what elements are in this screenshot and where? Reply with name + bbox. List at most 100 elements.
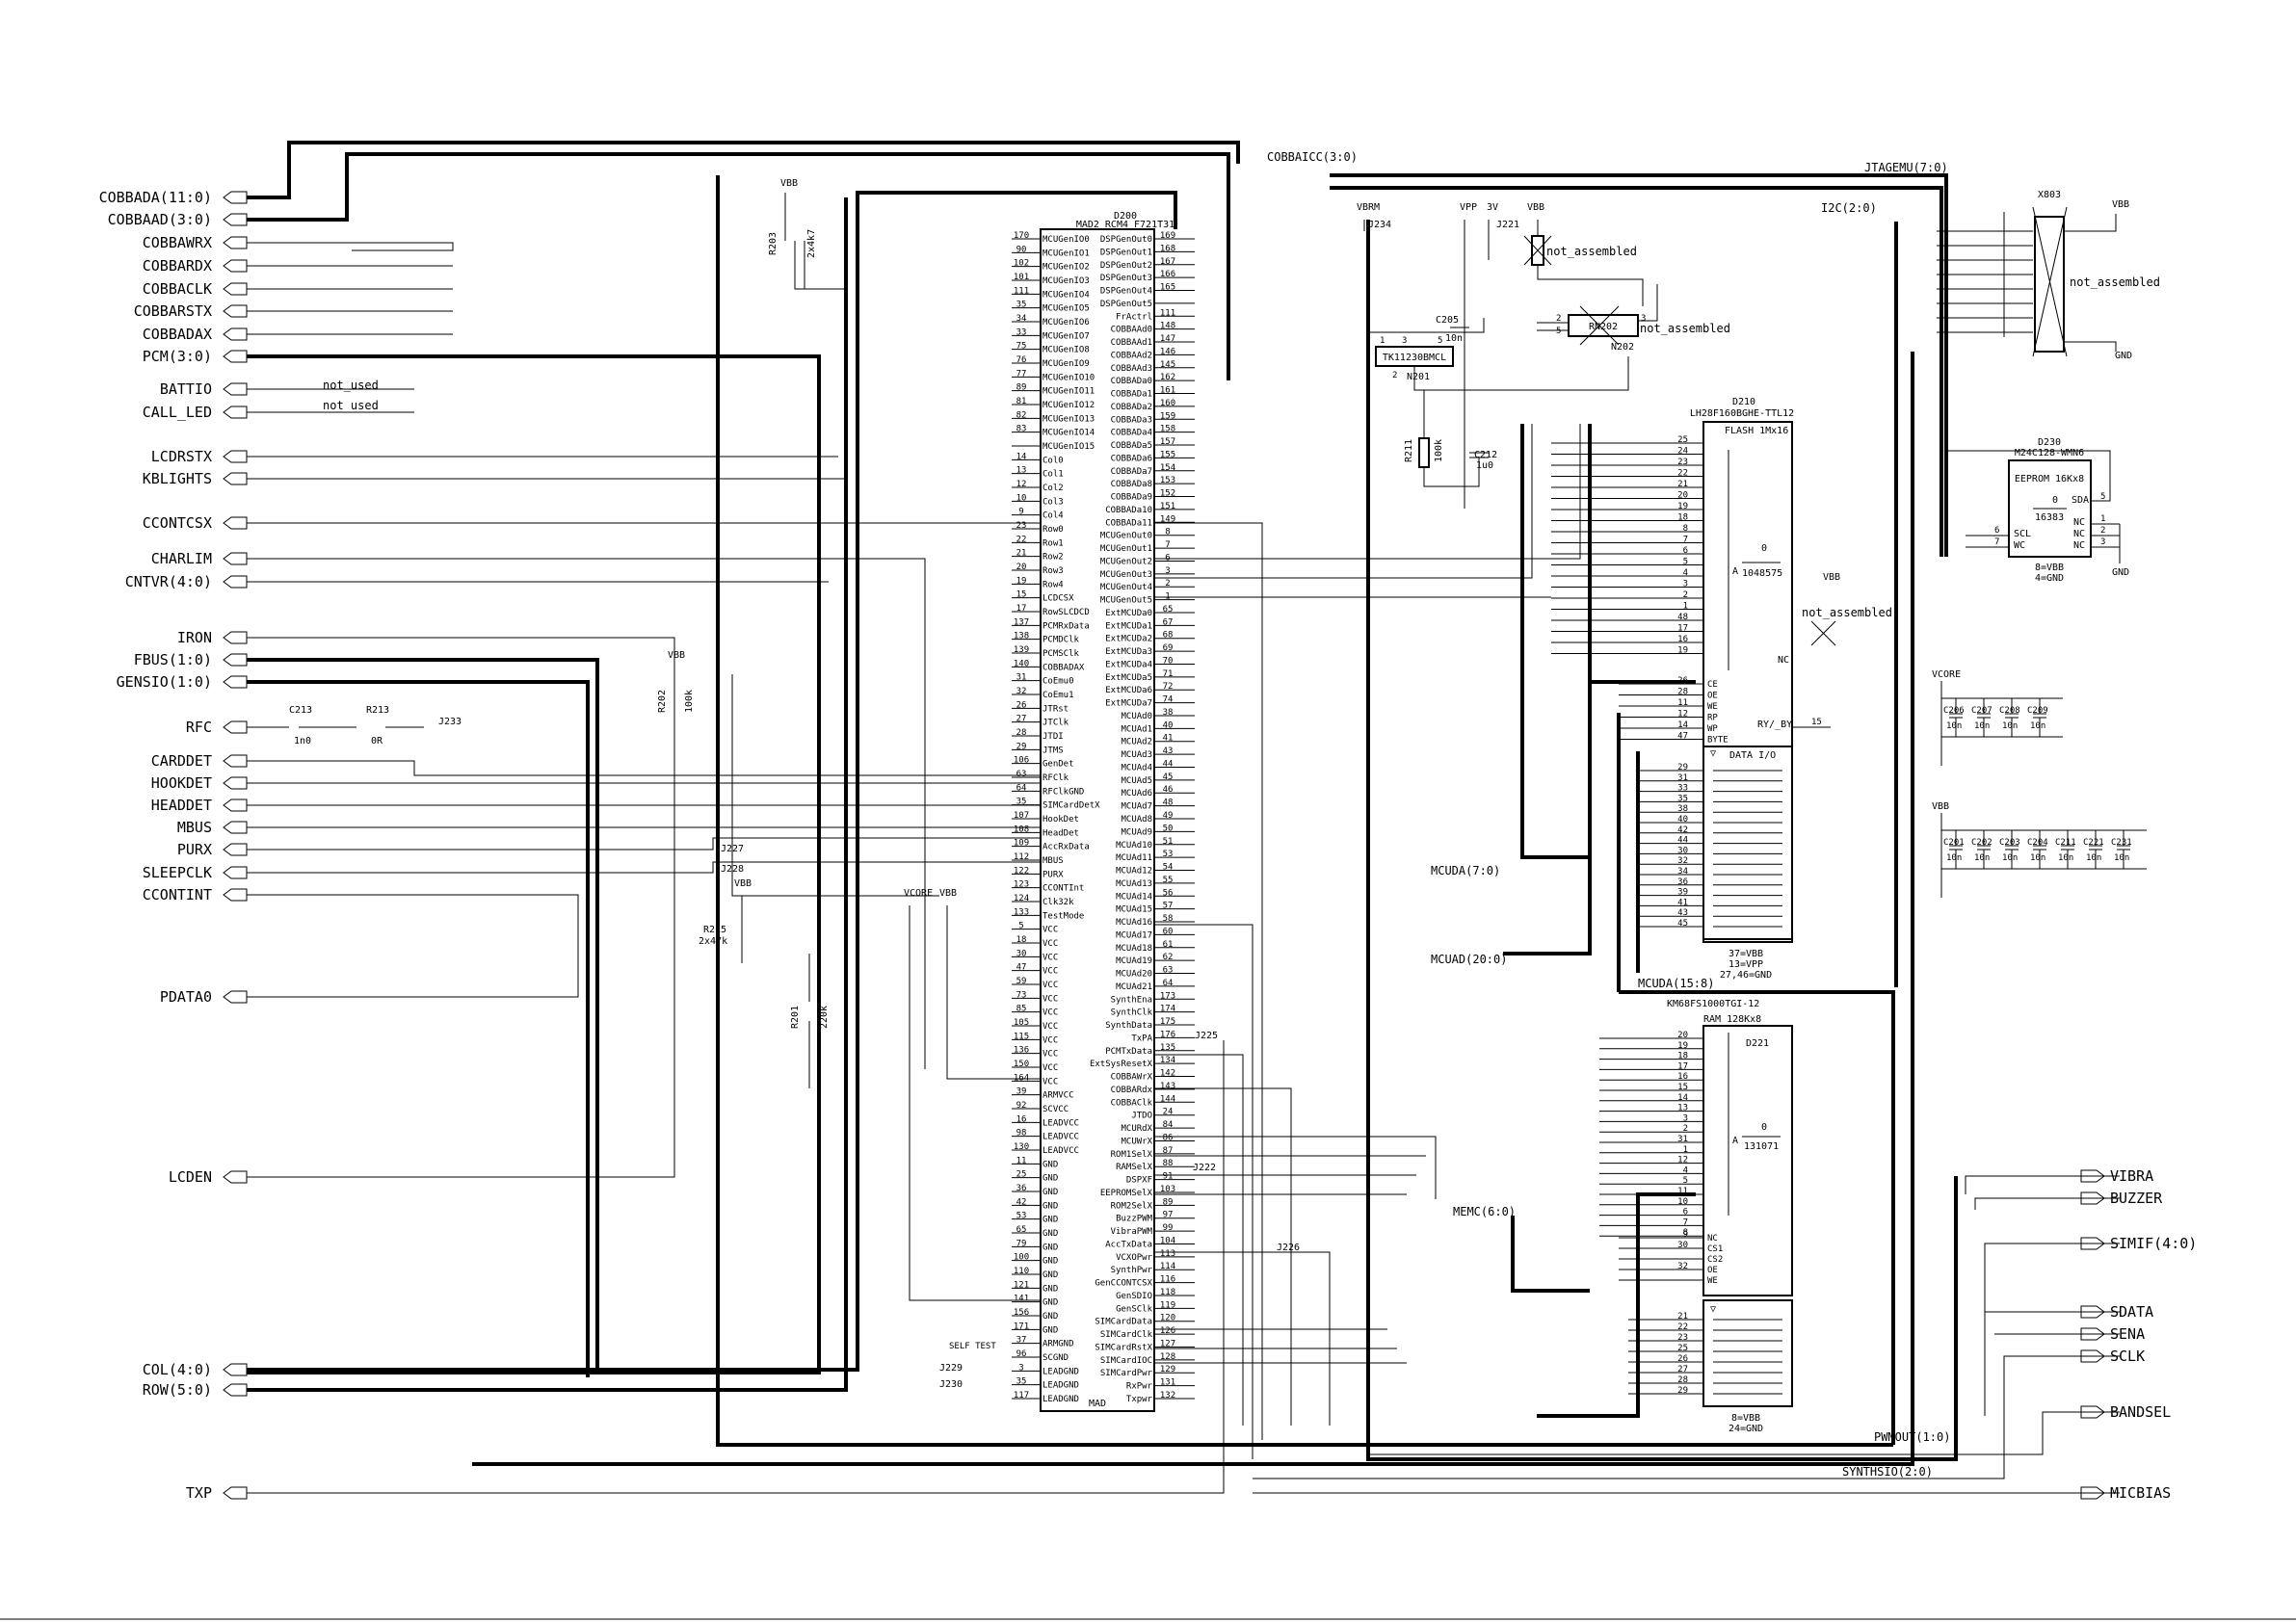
pin-number: 5 xyxy=(1683,558,1688,567)
d230-eeprom-ic[interactable]: D230 M24C128-WMN6 EEPROM 16Kx8 0 16383 S… xyxy=(1945,437,2129,584)
d210-data-pin: 42 xyxy=(1638,825,1782,835)
port-sdata[interactable]: SDATA xyxy=(2080,1303,2153,1321)
port-label: CHARLIM xyxy=(151,550,212,567)
j225-label: J225 xyxy=(1195,1031,1218,1041)
port-call_led[interactable]: CALL_LED xyxy=(143,404,248,421)
pin-signal: MBUS xyxy=(1042,856,1064,866)
pin-number: 31 xyxy=(1016,673,1027,683)
pin-signal: SCVCC xyxy=(1042,1105,1069,1114)
port-rfc[interactable]: RFC xyxy=(186,719,248,736)
d210-data-pin: 36 xyxy=(1638,877,1782,887)
pin-number: 136 xyxy=(1014,1046,1029,1056)
port-flag-icon xyxy=(2080,1486,2105,1500)
pin-number: 159 xyxy=(1160,411,1175,421)
pin-number: 21 xyxy=(1677,1312,1688,1322)
pin-number: 33 xyxy=(1677,784,1688,794)
port-micbias[interactable]: MICBIAS xyxy=(2080,1484,2171,1502)
pin-number: 72 xyxy=(1163,682,1174,692)
port-flag-icon xyxy=(223,631,248,644)
port-cobbaad[interactable]: COBBAAD(3:0) xyxy=(108,211,248,228)
n202-switch[interactable]: RN202 N202 not_assembled 2 5 3 xyxy=(1537,284,1730,353)
d210-data-label: DATA I/O xyxy=(1729,750,1776,761)
port-sena[interactable]: SENA xyxy=(2080,1325,2145,1343)
port-simif[interactable]: SIMIF(4:0) xyxy=(2080,1235,2197,1252)
port-cobbaclk[interactable]: COBBACLK xyxy=(143,280,248,298)
pin-number: 11 xyxy=(1677,1187,1688,1196)
n201-regulator[interactable]: TK11230BMCL N201 1 3 2 5 C205 10n xyxy=(1367,315,1629,391)
pin-signal: LEADVCC xyxy=(1042,1118,1079,1128)
port-kblights[interactable]: KBLIGHTS xyxy=(143,470,248,487)
pin-signal: Row1 xyxy=(1042,538,1064,548)
port-vibra[interactable]: VIBRA xyxy=(2080,1167,2153,1185)
pin-number: 65 xyxy=(1163,605,1174,615)
port-headdet[interactable]: HEADDET xyxy=(151,797,248,814)
port-ccontcsx[interactable]: CCONTCSX xyxy=(143,514,248,532)
port-txp[interactable]: TXP xyxy=(186,1484,248,1502)
port-carddet[interactable]: CARDDET xyxy=(151,752,248,770)
port-cobbawrx[interactable]: COBBAWRX xyxy=(143,234,248,251)
pin-number: 23 xyxy=(1016,521,1027,531)
d210-flash-ic[interactable]: D210 LH28F160BGHE-TTL12 FLASH 1Mx16 A 0 … xyxy=(1551,397,1831,981)
d210-addr-pin: 8 xyxy=(1551,524,1703,534)
port-fbus[interactable]: FBUS(1:0) xyxy=(134,651,248,668)
cap-ref: C203 xyxy=(1999,838,2020,848)
d221-addr-pin: 15 xyxy=(1599,1083,1703,1092)
x803-connector[interactable]: X803 not_assembled xyxy=(2032,190,2160,357)
port-pdata0[interactable]: PDATA0 xyxy=(160,988,248,1006)
port-purx[interactable]: PURX xyxy=(177,841,248,858)
port-cobbardx[interactable]: COBBARDX xyxy=(143,257,248,275)
port-row[interactable]: ROW(5:0) xyxy=(143,1381,248,1399)
port-col[interactable]: COL(4:0) xyxy=(143,1361,248,1378)
port-bandsel[interactable]: BANDSEL xyxy=(2080,1403,2171,1421)
port-cobbada[interactable]: COBBADA(11:0) xyxy=(99,189,248,206)
pin-number: 138 xyxy=(1014,632,1029,641)
pin-signal: COBBADa11 xyxy=(1105,518,1152,528)
pin-number: 9 xyxy=(1018,508,1023,517)
port-hookdet[interactable]: HOOKDET xyxy=(151,774,248,792)
pin-signal: HeadDet xyxy=(1042,828,1079,838)
port-ccontint[interactable]: CCONTINT xyxy=(143,886,248,903)
port-flag-icon xyxy=(2080,1191,2105,1205)
port-mbus[interactable]: MBUS xyxy=(177,819,248,836)
pin-signal: VCC xyxy=(1042,953,1058,962)
port-gensio[interactable]: GENSIO(1:0) xyxy=(117,673,248,691)
port-label: COBBAWRX xyxy=(143,234,212,251)
port-lcdrstx[interactable]: LCDRSTX xyxy=(151,448,248,465)
d221-addr-pin: 31 xyxy=(1599,1135,1703,1144)
pin-number: 21 xyxy=(1677,480,1688,489)
cap-bank-supply: VBB xyxy=(1932,801,1949,812)
port-sleepclk[interactable]: SLEEPCLK xyxy=(143,864,248,881)
port-lcden[interactable]: LCDEN xyxy=(169,1168,248,1186)
d210-addr-pin: 22 xyxy=(1551,469,1703,479)
port-buzzer[interactable]: BUZZER xyxy=(2080,1190,2163,1207)
cap-ref: C208 xyxy=(1999,706,2020,716)
port-pcm[interactable]: PCM(3:0) xyxy=(143,348,248,365)
port-cntvr[interactable]: CNTVR(4:0) xyxy=(125,573,248,590)
pin-number: 2 xyxy=(1683,590,1688,600)
port-battio[interactable]: BATTIO xyxy=(160,380,248,398)
port-sclk[interactable]: SCLK xyxy=(2080,1348,2145,1365)
pin-signal: PURX xyxy=(1042,870,1064,879)
port-flag-icon xyxy=(223,406,248,419)
d210-addr-pin: 3 xyxy=(1551,580,1703,589)
pin-number: 5 xyxy=(1683,1176,1688,1186)
pin-signal: OE xyxy=(1707,1266,1718,1275)
d221-ram-ic[interactable]: KM68FS1000TGI-12 RAM 128Kx8 D221 A 0 131… xyxy=(1599,999,1793,1434)
port-iron[interactable]: IRON xyxy=(177,629,248,646)
pin-number: 53 xyxy=(1163,850,1174,859)
pin-signal: GND xyxy=(1042,1229,1058,1239)
port-cobbarstx[interactable]: COBBARSTX xyxy=(134,302,248,320)
port-charlim[interactable]: CHARLIM xyxy=(151,550,248,567)
pin-number: 87 xyxy=(1163,1146,1174,1156)
port-cobbadax[interactable]: COBBADAX xyxy=(143,326,248,343)
pin-number: 120 xyxy=(1160,1314,1175,1323)
